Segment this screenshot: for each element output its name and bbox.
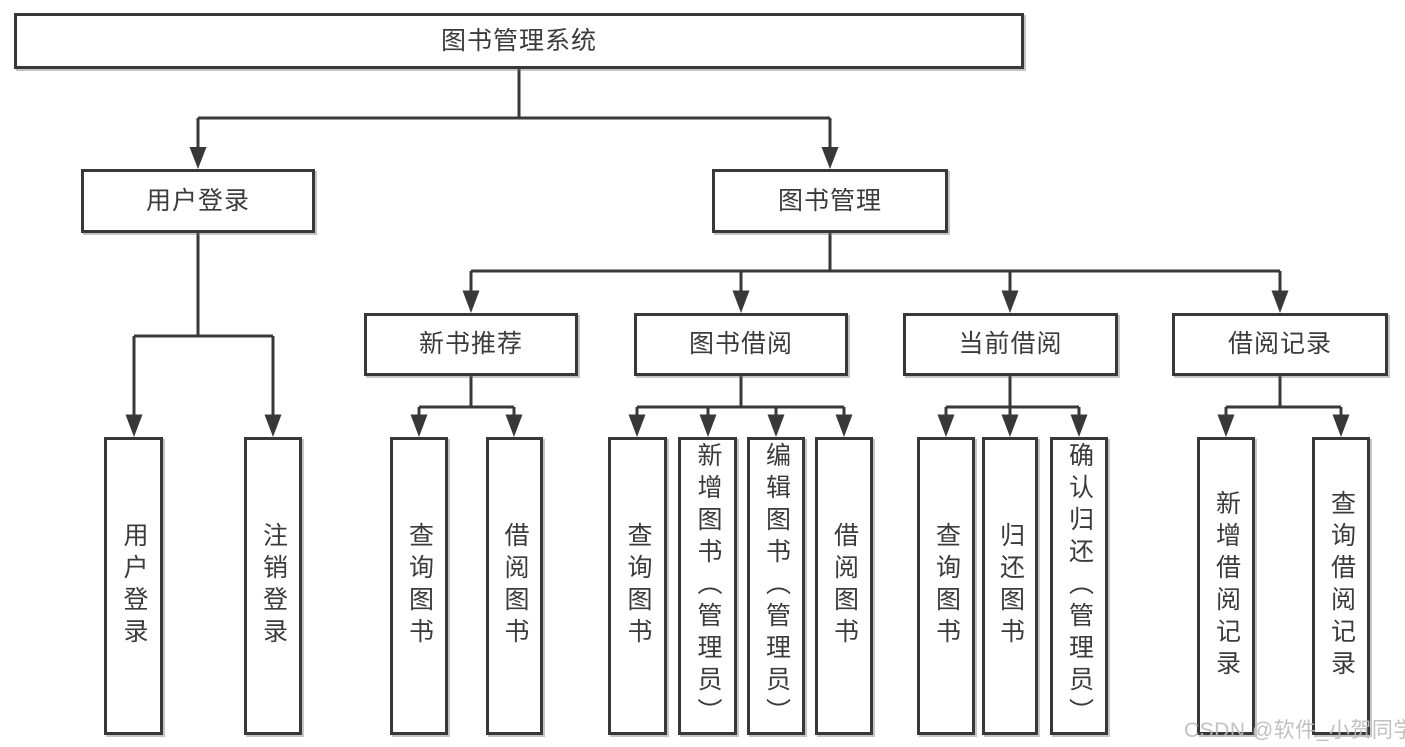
leaf-logout: 注销登录 xyxy=(244,437,302,735)
leaf-query-borrow-record: 查询借阅记录 xyxy=(1312,437,1370,735)
node-book-borrowing: 图书借阅 xyxy=(634,313,848,376)
node-current-borrowing: 当前借阅 xyxy=(903,313,1118,376)
leaf-edit-book-admin: 编辑图书（管理员） xyxy=(747,437,805,735)
leaf-add-borrow-record: 新增借阅记录 xyxy=(1197,437,1255,735)
leaf-confirm-return-admin: 确认归还（管理员） xyxy=(1050,437,1108,735)
leaf-return-books: 归还图书 xyxy=(982,437,1038,735)
leaf-user-login: 用户登录 xyxy=(104,437,163,735)
node-new-book-recommend: 新书推荐 xyxy=(364,313,578,376)
leaf-borrow-books: 借阅图书 xyxy=(815,437,873,735)
leaf-borrow-books-recommend: 借阅图书 xyxy=(486,437,543,735)
node-library-system: 图书管理系统 xyxy=(14,13,1024,69)
leaf-query-books-current: 查询图书 xyxy=(917,437,975,735)
node-borrow-records: 借阅记录 xyxy=(1172,313,1388,376)
leaf-add-book-admin: 新增图书（管理员） xyxy=(678,437,737,735)
watermark: CSDN @软件_小贺同学 xyxy=(1184,719,1405,742)
node-book-management: 图书管理 xyxy=(712,169,948,233)
leaf-query-books-borrowing: 查询图书 xyxy=(608,437,667,735)
leaf-query-books-recommend: 查询图书 xyxy=(390,437,448,735)
node-user-login: 用户登录 xyxy=(81,169,315,233)
